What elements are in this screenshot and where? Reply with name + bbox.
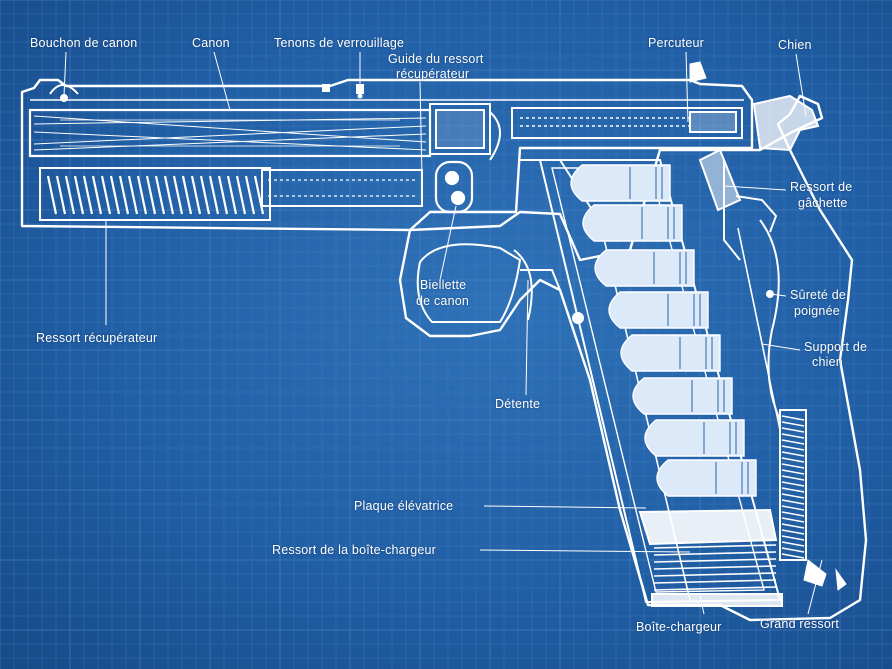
cartridge — [608, 291, 709, 329]
label-guide-ressort-line2: récupérateur — [396, 67, 470, 81]
label-grand-ressort: Grand ressort — [760, 617, 840, 631]
cartridge — [582, 204, 683, 242]
label-chien: Chien — [778, 38, 812, 52]
label-plaque-elevatrice: Plaque élévatrice — [354, 499, 454, 513]
label-percuteur: Percuteur — [648, 36, 704, 50]
fire-control-group — [698, 148, 781, 431]
cartridge — [570, 164, 671, 202]
leader-lines — [63, 51, 823, 615]
cartridge — [632, 377, 733, 415]
locking-lugs — [322, 84, 364, 99]
firing-pin — [520, 61, 737, 133]
trigger — [513, 249, 584, 324]
label-biellette-line1: Biellette — [420, 278, 467, 292]
barrel-link — [434, 160, 474, 214]
label-detente: Détente — [495, 397, 541, 411]
cartridge — [620, 334, 721, 372]
label-support-chien-line1: Support de — [804, 340, 868, 354]
muzzle-bushing — [49, 84, 79, 102]
label-surete-line1: Sûreté de — [790, 288, 847, 302]
mainspring — [779, 409, 847, 591]
label-bouchon-de-canon: Bouchon de canon — [30, 36, 138, 50]
label-biellette-line2: de canon — [416, 294, 470, 308]
label-guide-ressort-line1: Guide du ressort — [388, 52, 484, 66]
label-canon: Canon — [192, 36, 230, 50]
cartridge — [656, 459, 757, 497]
label-ressort-gachette-line1: Ressort de — [790, 180, 853, 194]
label-ressort-gachette-line2: gâchette — [798, 196, 848, 210]
magazine — [538, 159, 783, 607]
label-boite-chargeur: Boîte-chargeur — [636, 620, 722, 634]
label-tenons-de-verrouillage: Tenons de verrouillage — [274, 36, 405, 50]
label-surete-line2: poignée — [794, 304, 840, 318]
cartridge — [644, 419, 745, 457]
slide — [20, 78, 754, 232]
cartridge — [594, 249, 695, 287]
label-ressort-boite-chargeur: Ressort de la boîte-chargeur — [272, 543, 437, 557]
hammer — [752, 94, 820, 152]
label-ressort-recuperateur: Ressort récupérateur — [36, 331, 158, 345]
label-support-chien-line2: chien — [812, 355, 843, 369]
barrel — [28, 108, 432, 158]
recoil-spring — [39, 167, 423, 221]
breech-area — [429, 103, 743, 161]
